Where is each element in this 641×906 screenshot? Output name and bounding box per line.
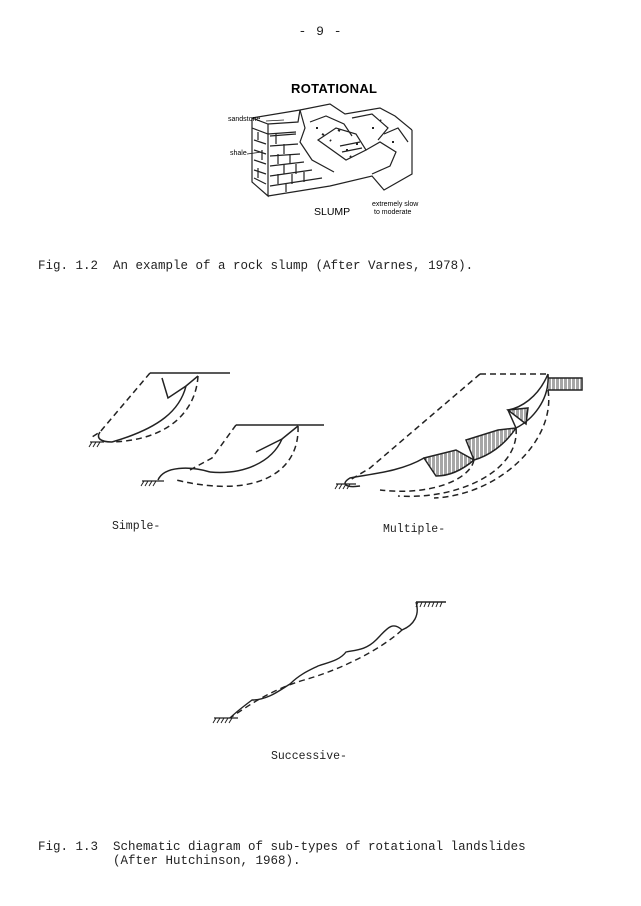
figure-1-3-caption-line1: Fig. 1.3 Schematic diagram of sub-types … bbox=[38, 840, 526, 854]
figure-title: ROTATIONAL bbox=[291, 81, 377, 96]
label-rate-line2: to moderate bbox=[374, 209, 411, 216]
label-shale: shale bbox=[230, 150, 247, 157]
label-rate-line1: extremely slow bbox=[372, 201, 419, 208]
label-sandstone: sandstone bbox=[228, 116, 260, 123]
label-slump: SLUMP bbox=[314, 206, 350, 218]
multiple-slide bbox=[334, 373, 583, 499]
label-successive: Successive- bbox=[271, 750, 347, 763]
figure-1-2-caption: Fig. 1.2 An example of a rock slump (Aft… bbox=[38, 259, 474, 273]
successive-slide bbox=[212, 601, 446, 724]
page-number: - 9 - bbox=[298, 24, 343, 39]
simple-slide bbox=[88, 372, 324, 488]
figure-1-3-caption-line2: (After Hutchinson, 1968). bbox=[38, 854, 301, 868]
label-multiple: Multiple- bbox=[383, 523, 446, 536]
label-simple: Simple- bbox=[112, 520, 161, 533]
